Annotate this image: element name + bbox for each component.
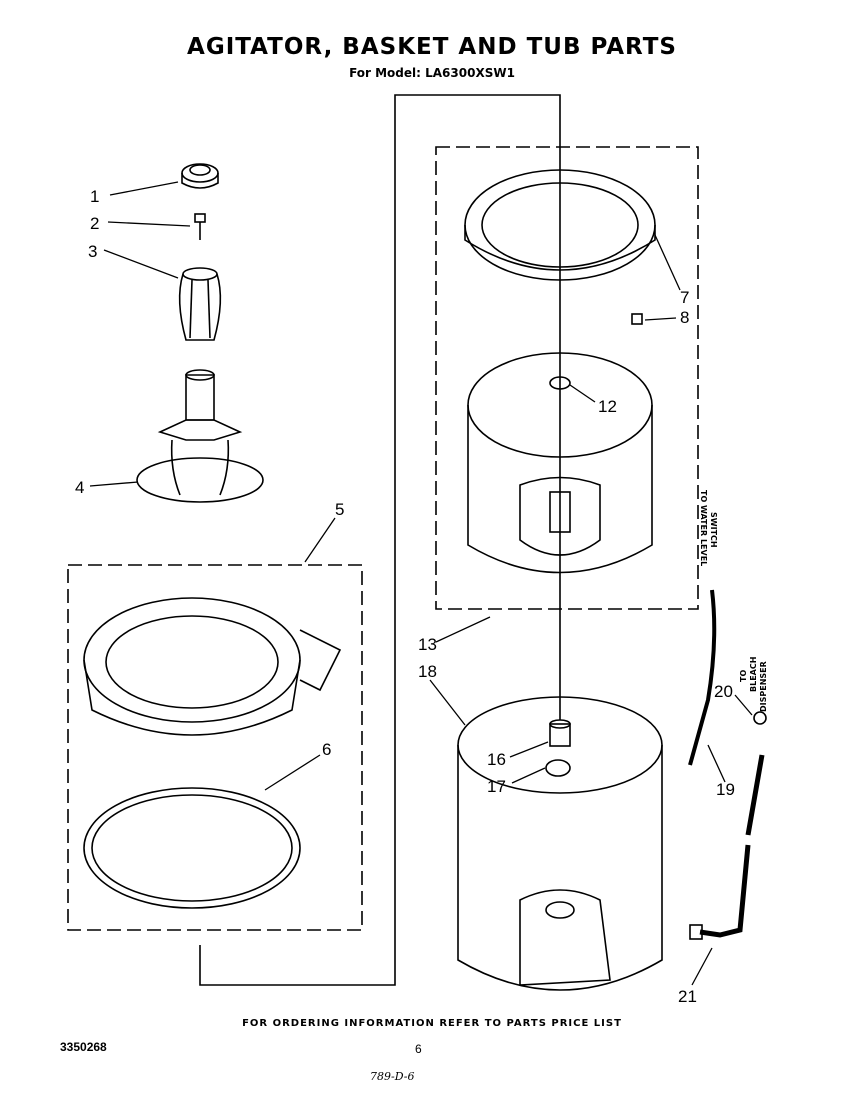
page-title: AGITATOR, BASKET AND TUB PARTS (187, 34, 677, 60)
callout-8: 8 (680, 308, 689, 327)
tub-ring-part (83, 597, 342, 736)
callout-1: 1 (90, 187, 99, 206)
callout-17: 17 (487, 777, 506, 796)
agitator-barrel-part (178, 267, 222, 341)
fill-hose (699, 754, 765, 938)
bleach-label-line1: TO (739, 670, 748, 682)
callout-21: 21 (678, 987, 697, 1006)
basket-nut-part (549, 376, 571, 390)
bleach-label-line2: BLEACH (749, 657, 758, 692)
bolt-part (194, 213, 206, 240)
callout-18: 18 (418, 662, 437, 681)
bleach-fitting-part (753, 711, 767, 725)
callout-2: 2 (90, 214, 99, 233)
water-level-label-line2: SWITCH (709, 512, 718, 548)
callout-12: 12 (598, 397, 617, 416)
tub-ring-group-box (67, 564, 363, 931)
water-level-label-line1: TO WATER LEVEL (699, 490, 708, 566)
agitator-cap-part (181, 163, 219, 189)
water-level-hose (688, 589, 717, 766)
callout-13: 13 (418, 635, 437, 654)
outer-tub-part (457, 696, 663, 991)
agitator-base-part (136, 369, 264, 503)
model-subtitle: For Model: LA6300XSW1 (349, 66, 515, 80)
seal-ring-part (83, 787, 301, 909)
hose-coupling-part (689, 924, 703, 940)
callout-4: 4 (75, 478, 84, 497)
callout-6: 6 (322, 740, 331, 759)
callout-5: 5 (335, 500, 344, 519)
clip-part (631, 313, 643, 325)
page-number: 6 (415, 1042, 422, 1056)
wash-basket-part (467, 352, 653, 574)
drive-bell-part (549, 719, 571, 747)
callout-7: 7 (680, 288, 689, 307)
document-number: 3350268 (60, 1040, 107, 1054)
tub-nut-part (545, 759, 571, 777)
callout-16: 16 (487, 750, 506, 769)
callout-20: 20 (714, 682, 733, 701)
callout-19: 19 (716, 780, 735, 799)
basket-group-box (435, 146, 699, 610)
assembly-connector-line (199, 94, 561, 986)
handwritten-date: 789-D-6 (370, 1070, 415, 1083)
ordering-note: FOR ORDERING INFORMATION REFER TO PARTS … (242, 1018, 622, 1029)
balance-ring-part (464, 169, 656, 281)
callout-3: 3 (88, 242, 97, 261)
callout-leaders (89, 181, 753, 986)
bleach-label-line3: DISPENSER (759, 661, 768, 712)
